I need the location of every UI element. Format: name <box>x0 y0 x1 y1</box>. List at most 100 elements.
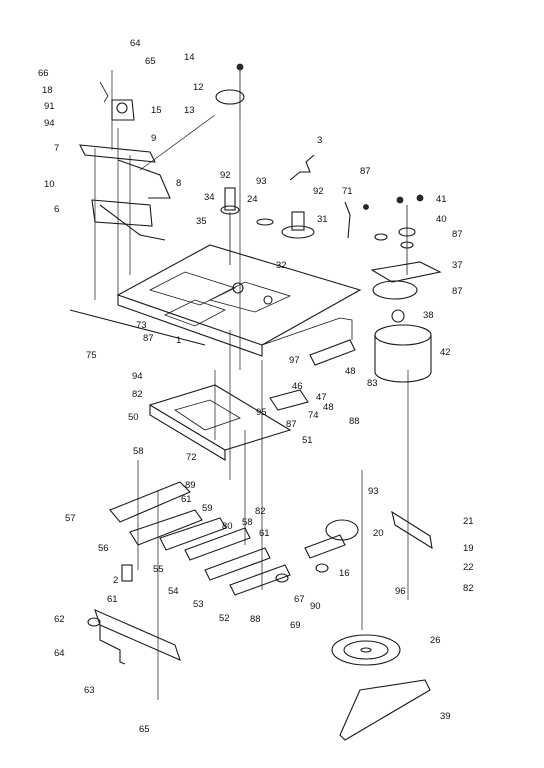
callout-26: 26 <box>430 635 441 646</box>
callout-9: 9 <box>151 133 156 144</box>
callout-10: 10 <box>44 179 55 190</box>
callout-46: 46 <box>292 381 303 392</box>
callout-71: 71 <box>342 186 353 197</box>
callout-54: 54 <box>168 586 179 597</box>
callout-80: 80 <box>222 521 233 532</box>
callout-61: 61 <box>107 594 118 605</box>
callout-82: 82 <box>463 583 474 594</box>
callout-82: 82 <box>255 506 266 517</box>
callout-93: 93 <box>256 176 267 187</box>
parts-drawing <box>69 63 442 741</box>
left-bracket-assembly <box>79 70 171 300</box>
callout-93: 93 <box>368 486 379 497</box>
callout-92: 92 <box>313 186 324 197</box>
callout-87: 87 <box>286 419 297 430</box>
callout-92: 92 <box>220 170 231 181</box>
callout-90: 90 <box>310 601 321 612</box>
callout-55: 55 <box>153 564 164 575</box>
motor-assembly <box>370 194 442 383</box>
callout-41: 41 <box>436 194 447 205</box>
callout-52: 52 <box>219 613 230 624</box>
callout-2: 2 <box>113 575 118 586</box>
callout-87: 87 <box>143 333 154 344</box>
callout-14: 14 <box>184 52 195 63</box>
callout-87: 87 <box>360 166 371 177</box>
callout-63: 63 <box>84 685 95 696</box>
callout-34: 34 <box>204 192 215 203</box>
lever-46 <box>309 339 356 366</box>
callout-65: 65 <box>145 56 156 67</box>
callout-66: 66 <box>38 68 49 79</box>
callout-6: 6 <box>54 204 59 215</box>
callout-61: 61 <box>181 494 192 505</box>
callout-73: 73 <box>136 320 147 331</box>
guide-lines <box>137 330 409 700</box>
callout-48: 48 <box>323 402 334 413</box>
callout-96: 96 <box>395 586 406 597</box>
callout-94: 94 <box>132 371 143 382</box>
callout-57: 57 <box>65 513 76 524</box>
callout-47: 47 <box>316 392 327 403</box>
callout-94: 94 <box>44 118 55 129</box>
callout-62: 62 <box>54 614 65 625</box>
callout-67: 67 <box>294 594 305 605</box>
arm-21 <box>391 510 433 550</box>
bottom-left-bracket <box>87 609 181 665</box>
callout-31: 31 <box>317 214 328 225</box>
callout-35: 35 <box>196 216 207 227</box>
callout-88: 88 <box>250 614 261 625</box>
callout-24: 24 <box>247 194 258 205</box>
callout-32: 32 <box>276 260 287 271</box>
callout-89: 89 <box>185 480 196 491</box>
callout-50: 50 <box>128 412 139 423</box>
callout-8: 8 <box>176 178 181 189</box>
callout-21: 21 <box>463 516 474 527</box>
callout-65: 65 <box>139 724 150 735</box>
sub-chassis-plate <box>148 384 309 461</box>
callout-51: 51 <box>302 435 313 446</box>
slide-plates <box>109 481 291 596</box>
callout-labels: 64 65 66 14 12 18 91 15 13 94 9 3 7 92 9… <box>38 38 474 735</box>
callout-61: 61 <box>259 528 270 539</box>
callout-58: 58 <box>133 446 144 457</box>
reel-parts <box>220 187 369 265</box>
callout-7: 7 <box>54 143 59 154</box>
callout-22: 22 <box>463 562 474 573</box>
callout-37: 37 <box>452 260 463 271</box>
callout-40: 40 <box>436 214 447 225</box>
belt-39 <box>339 679 431 741</box>
callout-56: 56 <box>98 543 109 554</box>
callout-12: 12 <box>193 82 204 93</box>
callout-42: 42 <box>440 347 451 358</box>
callout-39: 39 <box>440 711 451 722</box>
spring-3 <box>289 154 315 181</box>
callout-16: 16 <box>339 568 350 579</box>
callout-64: 64 <box>54 648 65 659</box>
callout-19: 19 <box>463 543 474 554</box>
callout-88: 88 <box>349 416 360 427</box>
callout-87: 87 <box>452 229 463 240</box>
callout-69: 69 <box>290 620 301 631</box>
callout-82: 82 <box>132 389 143 400</box>
callout-1: 1 <box>176 335 181 346</box>
flywheel-26 <box>331 634 401 666</box>
pulley-12 <box>139 63 245 370</box>
callout-91: 91 <box>44 101 55 112</box>
callout-74: 74 <box>308 410 319 421</box>
callout-75: 75 <box>86 350 97 361</box>
callout-87: 87 <box>452 286 463 297</box>
callout-97: 97 <box>289 355 300 366</box>
callout-53: 53 <box>193 599 204 610</box>
callout-83: 83 <box>367 378 378 389</box>
callout-13: 13 <box>184 105 195 116</box>
main-chassis-plate <box>116 244 362 357</box>
callout-48: 48 <box>345 366 356 377</box>
callout-64: 64 <box>130 38 141 49</box>
rod-75 <box>69 309 206 346</box>
callout-15: 15 <box>151 105 162 116</box>
callout-58: 58 <box>242 517 253 528</box>
callout-18: 18 <box>42 85 53 96</box>
idler-assembly <box>275 519 359 583</box>
callout-59: 59 <box>202 503 213 514</box>
